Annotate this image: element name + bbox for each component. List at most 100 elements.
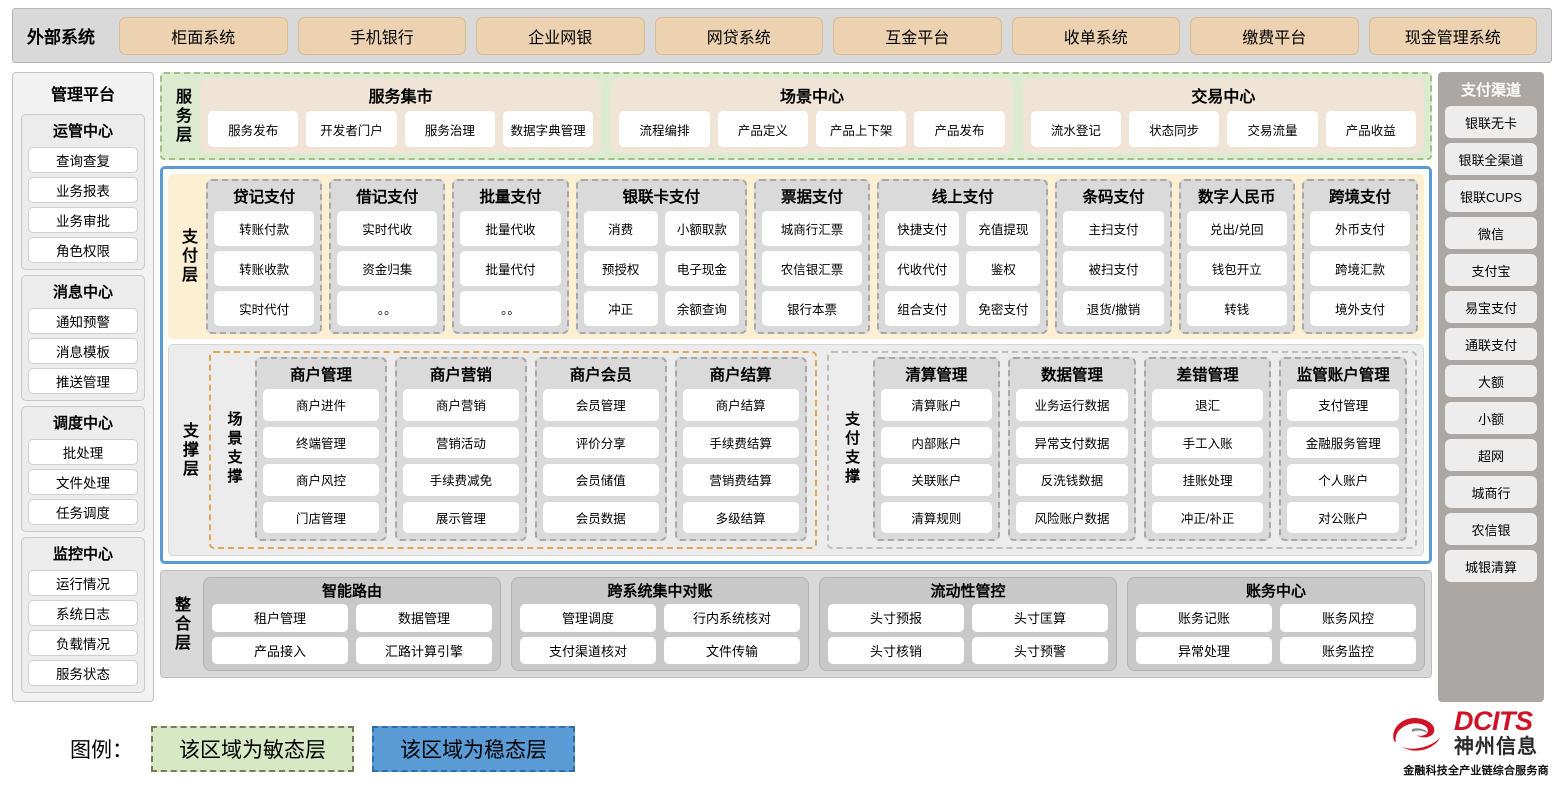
payment-item[interactable]: 预授权 xyxy=(583,251,658,286)
integration-item[interactable]: 头寸匡算 xyxy=(972,604,1108,632)
payment-item[interactable]: 转账付款 xyxy=(214,211,315,246)
support-item[interactable]: 支付管理 xyxy=(1287,389,1399,421)
payment-item[interactable]: 快捷支付 xyxy=(885,211,960,246)
service-item[interactable]: 产品收益 xyxy=(1325,111,1416,147)
payment-item[interactable]: 主扫支付 xyxy=(1063,211,1164,246)
support-item[interactable]: 评价分享 xyxy=(542,426,659,458)
payment-item[interactable]: 电子现金 xyxy=(664,251,739,286)
external-system-chip[interactable]: 企业网银 xyxy=(476,16,645,55)
external-system-chip[interactable]: 互金平台 xyxy=(833,16,1002,55)
service-item[interactable]: 产品上下架 xyxy=(815,111,907,147)
management-item[interactable]: 业务报表 xyxy=(28,177,138,203)
support-item[interactable]: 商户营销 xyxy=(402,389,519,421)
payment-item[interactable]: 免密支付 xyxy=(966,291,1041,326)
support-item[interactable]: 手续费减免 xyxy=(402,464,519,496)
support-item[interactable]: 会员数据 xyxy=(542,501,659,533)
support-item[interactable]: 清算规则 xyxy=(880,501,993,533)
payment-item[interactable]: 农信银汇票 xyxy=(761,251,863,286)
service-item[interactable]: 开发者门户 xyxy=(306,111,397,147)
payment-item[interactable]: 实时代付 xyxy=(214,291,315,326)
management-item[interactable]: 业务审批 xyxy=(28,207,138,233)
support-item[interactable]: 退汇 xyxy=(1151,389,1264,421)
management-item[interactable]: 推送管理 xyxy=(28,368,138,394)
integration-item[interactable]: 支付渠道核对 xyxy=(520,636,656,664)
service-item[interactable]: 产品发布 xyxy=(914,111,1005,147)
payment-item[interactable]: 组合支付 xyxy=(885,291,960,326)
support-item[interactable]: 冲正/补正 xyxy=(1151,501,1264,533)
management-item[interactable]: 运行情况 xyxy=(28,570,138,596)
integration-item[interactable]: 租户管理 xyxy=(212,604,348,632)
payment-item[interactable]: 外币支付 xyxy=(1309,211,1411,246)
service-item[interactable]: 状态同步 xyxy=(1128,111,1220,147)
support-item[interactable]: 内部账户 xyxy=(880,426,993,458)
payment-channel-item[interactable]: 易宝支付 xyxy=(1445,291,1537,323)
payment-item[interactable]: 。。 xyxy=(460,291,561,326)
support-item[interactable]: 挂账处理 xyxy=(1151,464,1264,496)
integration-item[interactable]: 头寸预报 xyxy=(828,604,964,632)
support-item[interactable]: 金融服务管理 xyxy=(1287,426,1399,458)
service-item[interactable]: 产品定义 xyxy=(717,111,808,147)
support-item[interactable]: 营销活动 xyxy=(402,426,519,458)
external-system-chip[interactable]: 现金管理系统 xyxy=(1368,16,1537,55)
payment-item[interactable]: 。。 xyxy=(337,291,438,326)
payment-item[interactable]: 充值提现 xyxy=(966,211,1041,246)
payment-item[interactable]: 转账收款 xyxy=(214,251,315,286)
payment-channel-item[interactable]: 超网 xyxy=(1445,439,1537,471)
payment-channel-item[interactable]: 支付宝 xyxy=(1445,254,1537,286)
support-item[interactable]: 营销费结算 xyxy=(682,464,799,496)
payment-item[interactable]: 跨境汇款 xyxy=(1309,251,1411,286)
management-item[interactable]: 系统日志 xyxy=(28,600,138,626)
payment-item[interactable]: 实时代收 xyxy=(337,211,438,246)
management-item[interactable]: 角色权限 xyxy=(28,237,138,263)
external-system-chip[interactable]: 手机银行 xyxy=(297,16,466,55)
payment-channel-item[interactable]: 银联全渠道 xyxy=(1445,143,1537,175)
external-system-chip[interactable]: 收单系统 xyxy=(1011,16,1180,55)
support-item[interactable]: 手续费结算 xyxy=(682,426,799,458)
integration-item[interactable]: 数据管理 xyxy=(356,604,492,632)
payment-item[interactable]: 银行本票 xyxy=(761,291,863,326)
payment-item[interactable]: 冲正 xyxy=(583,291,658,326)
service-item[interactable]: 交易流量 xyxy=(1227,111,1318,147)
payment-channel-item[interactable]: 银联无卡 xyxy=(1445,106,1537,138)
payment-item[interactable]: 转钱 xyxy=(1186,291,1287,326)
payment-item[interactable]: 代收代付 xyxy=(885,251,960,286)
support-item[interactable]: 会员管理 xyxy=(542,389,659,421)
payment-channel-item[interactable]: 大额 xyxy=(1445,365,1537,397)
service-item[interactable]: 流程编排 xyxy=(619,111,710,147)
service-item[interactable]: 服务治理 xyxy=(404,111,495,147)
payment-channel-item[interactable]: 城银清算 xyxy=(1445,550,1537,582)
integration-item[interactable]: 账务风控 xyxy=(1280,604,1416,632)
support-item[interactable]: 业务运行数据 xyxy=(1016,389,1128,421)
support-item[interactable]: 个人账户 xyxy=(1287,464,1399,496)
payment-item[interactable]: 资金归集 xyxy=(337,251,438,286)
management-item[interactable]: 通知预警 xyxy=(28,308,138,334)
integration-item[interactable]: 头寸核销 xyxy=(828,636,964,664)
integration-item[interactable]: 头寸预警 xyxy=(972,636,1108,664)
external-system-chip[interactable]: 网贷系统 xyxy=(654,16,823,55)
payment-channel-item[interactable]: 城商行 xyxy=(1445,476,1537,508)
payment-item[interactable]: 城商行汇票 xyxy=(761,211,863,246)
external-system-chip[interactable]: 柜面系统 xyxy=(119,16,288,55)
payment-item[interactable]: 余额查询 xyxy=(664,291,739,326)
payment-channel-item[interactable]: 农信银 xyxy=(1445,513,1537,545)
support-item[interactable]: 商户结算 xyxy=(682,389,799,421)
payment-item[interactable]: 消费 xyxy=(583,211,658,246)
management-item[interactable]: 查询查复 xyxy=(28,147,138,173)
payment-item[interactable]: 批量代付 xyxy=(460,251,561,286)
management-item[interactable]: 任务调度 xyxy=(28,499,138,525)
external-system-chip[interactable]: 缴费平台 xyxy=(1190,16,1359,55)
integration-item[interactable]: 账务监控 xyxy=(1280,636,1416,664)
payment-item[interactable]: 小额取款 xyxy=(664,211,739,246)
support-item[interactable]: 商户进件 xyxy=(263,389,379,421)
support-item[interactable]: 反洗钱数据 xyxy=(1016,464,1128,496)
support-item[interactable]: 清算账户 xyxy=(880,389,993,421)
payment-channel-item[interactable]: 通联支付 xyxy=(1445,328,1537,360)
payment-channel-item[interactable]: 银联CUPS xyxy=(1445,180,1537,212)
integration-item[interactable]: 汇路计算引擎 xyxy=(356,636,492,664)
management-item[interactable]: 消息模板 xyxy=(28,338,138,364)
integration-item[interactable]: 文件传输 xyxy=(664,636,800,664)
support-item[interactable]: 商户风控 xyxy=(263,464,379,496)
payment-channel-item[interactable]: 小额 xyxy=(1445,402,1537,434)
integration-item[interactable]: 账务记账 xyxy=(1136,604,1272,632)
support-item[interactable]: 门店管理 xyxy=(263,501,379,533)
